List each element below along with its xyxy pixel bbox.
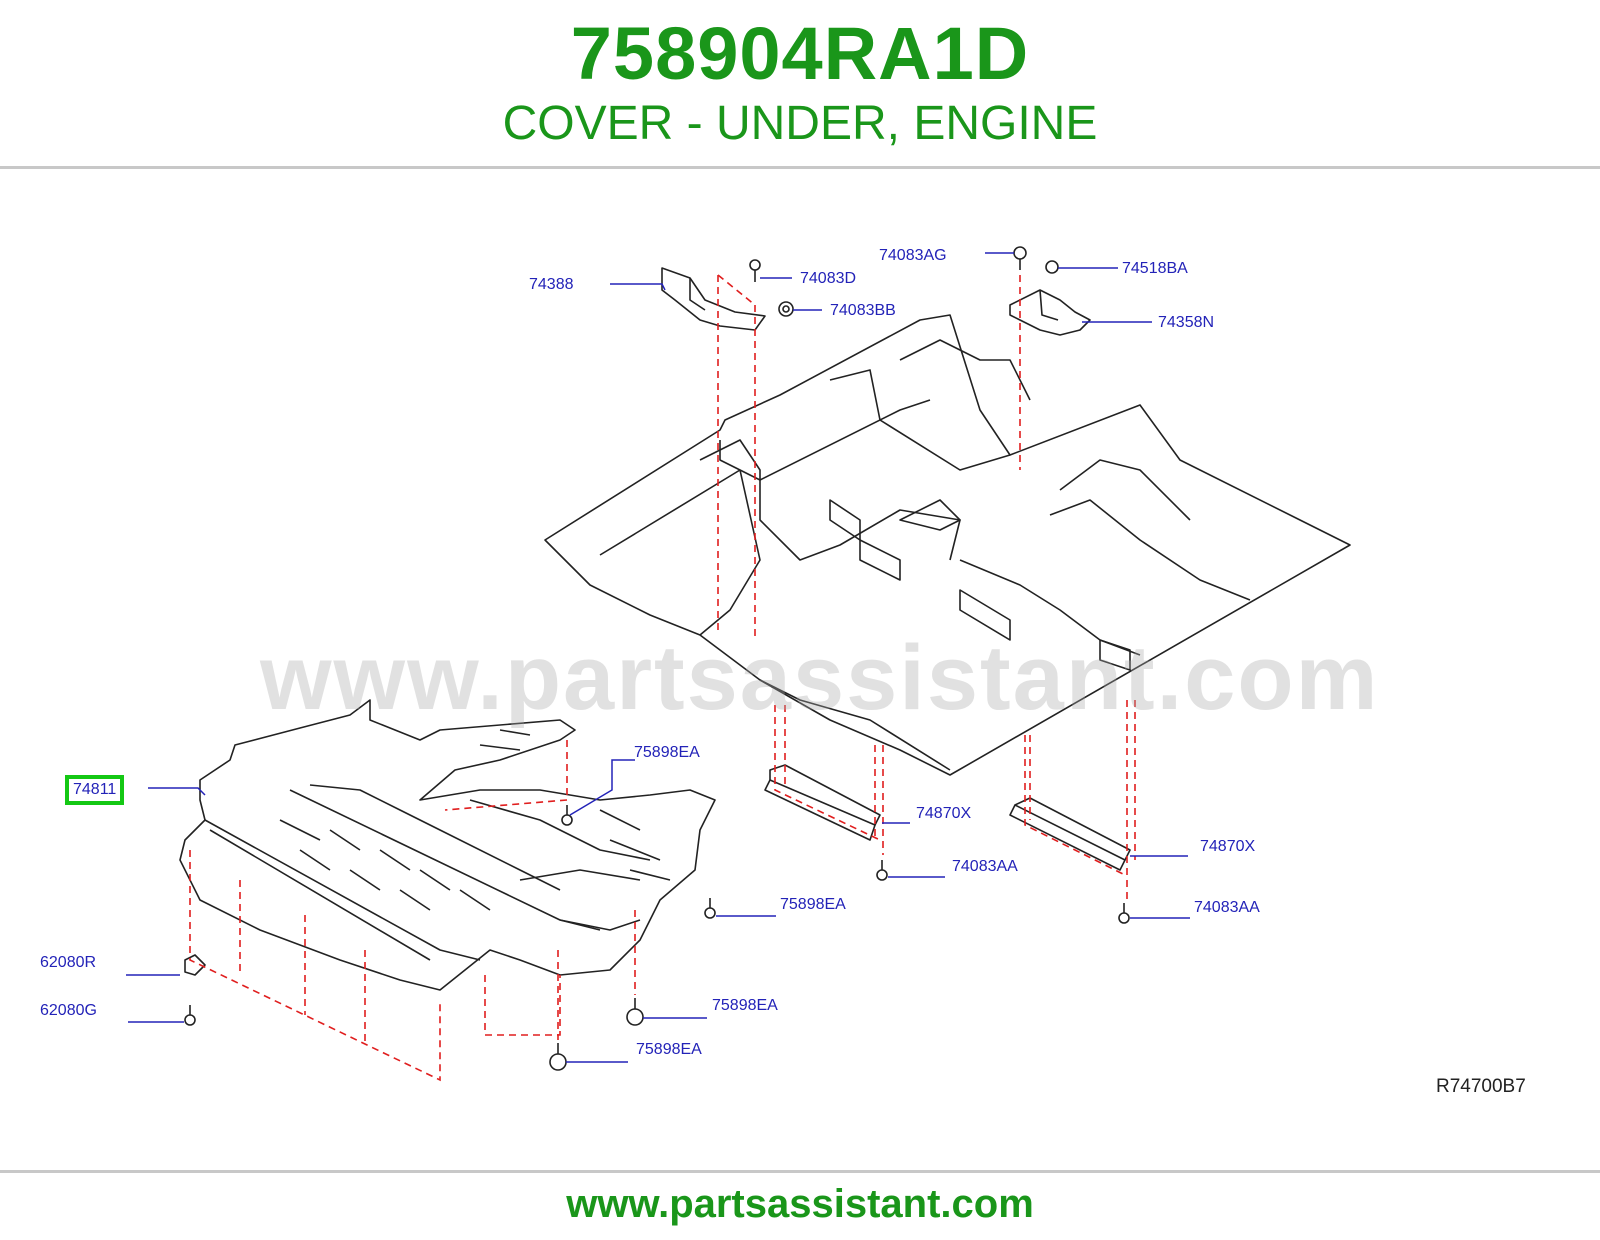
parts-diagram: www.partsassistant.com 74388 74083D 7408… — [0, 172, 1600, 1168]
callout-74083BB[interactable]: 74083BB — [830, 302, 896, 319]
callout-75898EA-bottom[interactable]: 75898EA — [636, 1041, 702, 1058]
callout-62080R[interactable]: 62080R — [40, 954, 97, 971]
callout-74083D[interactable]: 74083D — [800, 270, 857, 287]
part-description: COVER - UNDER, ENGINE — [502, 97, 1098, 150]
floor-panel — [544, 314, 1351, 776]
bracket-74388 — [661, 267, 766, 331]
callout-74083AG[interactable]: 74083AG — [879, 247, 947, 264]
exploded-view-drawing — [126, 246, 1351, 1082]
stiffener-74870X-left — [769, 764, 881, 826]
callout-62080G[interactable]: 62080G — [40, 1002, 97, 1019]
callout-75898EA-top[interactable]: 75898EA — [634, 744, 700, 761]
callout-74518BA[interactable]: 74518BA — [1122, 260, 1188, 277]
watermark: www.partsassistant.com — [260, 627, 1380, 729]
header: 758904RA1D COVER - UNDER, ENGINE — [0, 0, 1600, 168]
callout-75898EA-right[interactable]: 75898EA — [780, 896, 846, 913]
callout-74870X-left[interactable]: 74870X — [916, 805, 972, 822]
callout-75898EA-lower[interactable]: 75898EA — [712, 997, 778, 1014]
callout-74083AA-right[interactable]: 74083AA — [1194, 899, 1260, 916]
callout-74358N[interactable]: 74358N — [1158, 314, 1215, 331]
callout-74083AA-left[interactable]: 74083AA — [952, 858, 1018, 875]
callout-74811-highlighted[interactable]: 74811 — [65, 775, 125, 805]
engine-under-cover — [179, 699, 716, 991]
drawing-code: R74700B7 — [1436, 1076, 1526, 1097]
bracket-74358N — [1009, 289, 1091, 336]
callout-74870X-right[interactable]: 74870X — [1200, 838, 1256, 855]
footer-divider — [0, 1170, 1600, 1173]
part-number-title: 758904RA1D — [570, 12, 1030, 95]
callout-74388[interactable]: 74388 — [529, 276, 574, 293]
header-divider — [0, 166, 1600, 169]
footer-site-link[interactable]: www.partsassistant.com — [566, 1182, 1034, 1226]
